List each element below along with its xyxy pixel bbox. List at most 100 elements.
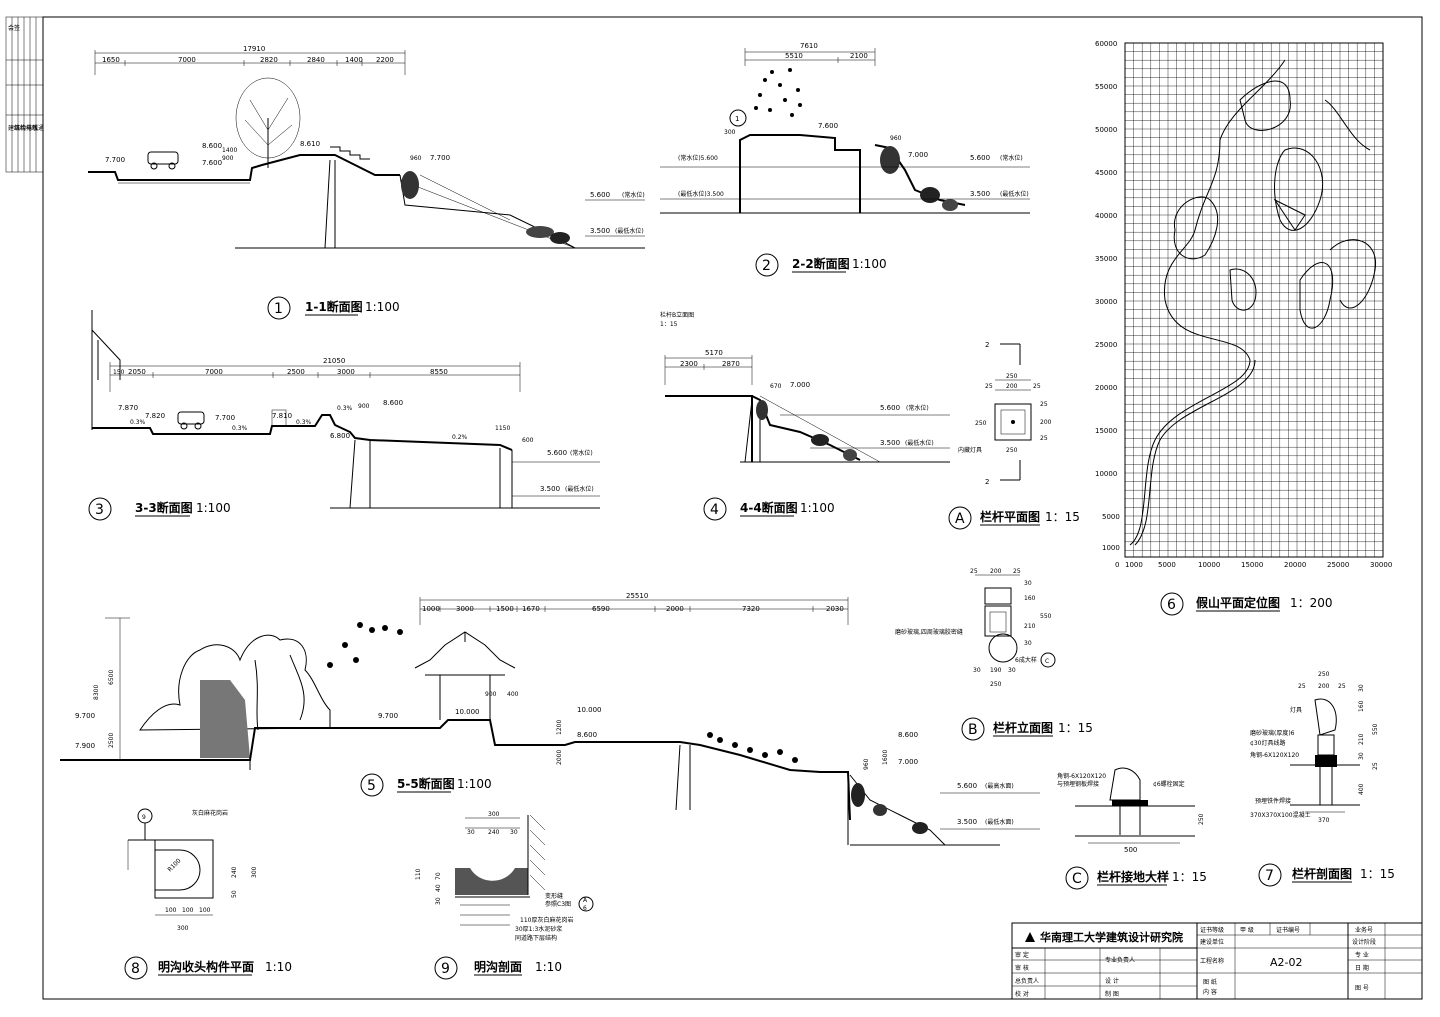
- dim: 8300: [93, 685, 100, 700]
- title-name: 栏杆剖面图: [1292, 866, 1352, 881]
- note: 同道路下层结构: [515, 934, 557, 942]
- section-5-5: 25510 1000 3000 1500 1670 6590 2000 7320…: [60, 592, 1040, 846]
- dim: 300: [251, 866, 258, 878]
- dim: 25: [1013, 568, 1021, 575]
- dim: R100: [166, 857, 182, 873]
- org-name: 华南理工大学建筑设计研究院: [1040, 930, 1183, 944]
- note: 灰白麻花岗岩: [192, 809, 228, 817]
- title-number: 7: [1265, 868, 1274, 884]
- title-scale: 1:10: [265, 960, 292, 974]
- level: 7.700: [430, 154, 450, 162]
- title-bubble: [948, 506, 972, 530]
- title-name: 5-5断面图: [397, 776, 455, 791]
- y-tick: 10000: [1095, 470, 1117, 478]
- title-name: 假山平面定位图: [1196, 595, 1280, 610]
- x-tick: 20000: [1284, 561, 1306, 569]
- dim: 240: [231, 866, 238, 878]
- note: 30厚1:3水泥砂浆: [515, 925, 562, 933]
- sidebar-col: 会签: [8, 24, 20, 32]
- dim: 5170: [705, 349, 723, 357]
- sheet-border: [42, 16, 1423, 1000]
- level: 7.700: [105, 156, 125, 164]
- dim: 7000: [205, 368, 223, 376]
- title-scale: 1：200: [1290, 596, 1333, 610]
- level: 7.900: [75, 742, 95, 750]
- dim: 250: [1006, 373, 1018, 380]
- dim: 2000: [666, 605, 684, 613]
- dim: 200: [990, 568, 1002, 575]
- title-number: 3: [95, 502, 104, 518]
- slope: 0.3%: [296, 419, 312, 426]
- dim: 25: [1033, 383, 1041, 390]
- level: 8.600: [898, 731, 918, 739]
- y-tick: 5000: [1102, 513, 1120, 521]
- dim: 250: [1198, 813, 1205, 825]
- dim: 25: [970, 568, 978, 575]
- dim: 3000: [337, 368, 355, 376]
- dim: 6500: [108, 670, 115, 685]
- dim: 1400: [222, 147, 237, 154]
- tb-label: 证书等级: [1200, 926, 1224, 934]
- section-3-3: 21050 150 2050 7000 2500 3000 8550 7.870…: [91, 310, 600, 509]
- dim: 2870: [722, 360, 740, 368]
- note: 预埋铁件焊接: [1255, 797, 1291, 805]
- note: 灯具: [1290, 706, 1302, 714]
- level: 3.500: [590, 227, 610, 235]
- dim: 30: [510, 829, 518, 836]
- dim: 25: [985, 383, 993, 390]
- slope: 0.3%: [232, 425, 248, 432]
- tb-label: 审 核: [1015, 964, 1029, 972]
- tb-label: 设计阶段: [1352, 938, 1376, 946]
- tb-label: 总负责人: [1015, 977, 1039, 985]
- dim: 7610: [800, 42, 818, 50]
- dim: 2030: [826, 605, 844, 613]
- x-tick: 10000: [1198, 561, 1220, 569]
- title-scale: 1：15: [1045, 510, 1080, 524]
- dim: 25510: [626, 592, 648, 600]
- title-number: B: [968, 722, 978, 738]
- title-scale: 1：15: [1172, 870, 1207, 884]
- level: 8.600: [577, 731, 597, 739]
- title-bubble: [124, 956, 148, 980]
- dim: 200: [1318, 683, 1330, 690]
- tb-label: 专业负责人: [1105, 956, 1135, 964]
- caption: 1：15: [660, 321, 678, 328]
- dim: 30: [973, 667, 981, 674]
- level: 5.600: [590, 191, 610, 199]
- dim: 300: [488, 811, 500, 818]
- level: 9.700: [378, 712, 398, 720]
- y-tick: 35000: [1095, 255, 1117, 263]
- dim: 30: [1024, 580, 1032, 587]
- tb-label: 业务号: [1355, 926, 1373, 934]
- title-block: 华南理工大学建筑设计研究院 审 定 审 核 总负责人 校 对 专业负责人 设 计…: [1011, 922, 1423, 1000]
- dim: 21050: [323, 357, 345, 365]
- drawing-number: A2-02: [1270, 956, 1303, 969]
- note: (最低水位): [905, 439, 934, 447]
- y-tick: 40000: [1095, 212, 1117, 220]
- dim: 2050: [128, 368, 146, 376]
- dim: 370: [1318, 817, 1330, 824]
- svg-text:9: 9: [142, 814, 146, 821]
- y-tick: 15000: [1095, 427, 1117, 435]
- cut-mark: 2: [985, 478, 989, 486]
- tb-label: 校 对: [1015, 990, 1029, 998]
- dim: 70: [435, 872, 442, 880]
- signature-strip: 会签 建筑 结构 给排水 电气 暖通: [5, 16, 44, 173]
- title-name: 1-1断面图: [305, 299, 363, 314]
- note: (常水位): [570, 449, 593, 457]
- dim: 300: [177, 925, 189, 932]
- x-tick: 1000: [1125, 561, 1143, 569]
- dim: 8550: [430, 368, 448, 376]
- y-tick: 55000: [1095, 83, 1117, 91]
- dim: 600: [522, 437, 534, 444]
- dim: 30: [467, 829, 475, 836]
- title-name: 4-4断面图: [740, 500, 798, 515]
- section-2-2: 7610 5510 2100 300 1 7.600 5.600 3.500 7…: [660, 42, 1030, 214]
- x-tick: 0: [1115, 561, 1119, 569]
- dim: 100: [182, 907, 194, 914]
- dim: 150: [113, 369, 125, 376]
- title-bubble: [755, 253, 779, 277]
- y-tick: 45000: [1095, 169, 1117, 177]
- sidebar-col: 给排水: [20, 124, 38, 132]
